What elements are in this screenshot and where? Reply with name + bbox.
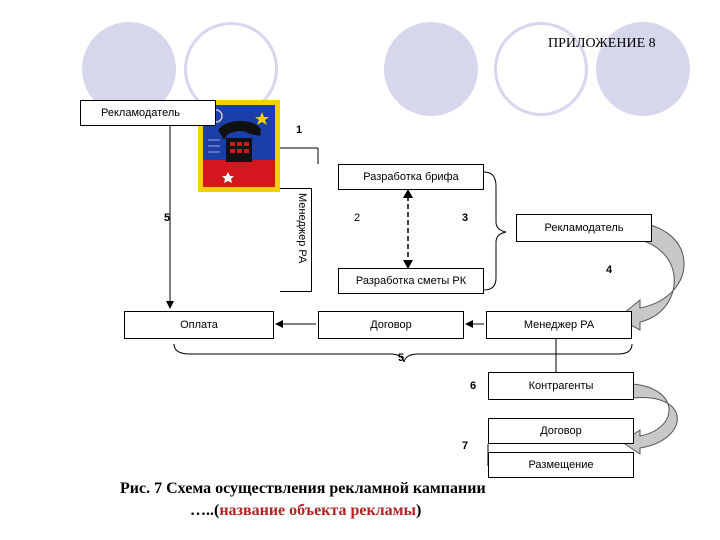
box-manager-ra: Менеджер РА [486, 311, 632, 339]
box-advertiser-right: Рекламодатель [516, 214, 652, 242]
manager-vertical-label: Менеджер РА [296, 193, 308, 264]
box-contract-mid: Договор [318, 311, 464, 339]
deco-circle-3 [384, 22, 478, 116]
step-number-2: 2 [354, 212, 361, 224]
deco-circle-5 [596, 22, 690, 116]
box-brief: Разработка брифа [338, 164, 484, 190]
box-advertiser-top: Рекламодатель [80, 100, 216, 126]
brace-bottom [173, 343, 633, 363]
step-number-5-left: 5 [164, 212, 171, 224]
figure-caption: Рис. 7 Схема осуществления рекламной кам… [120, 480, 486, 497]
step-number-3: 3 [462, 212, 469, 224]
step-number-7: 7 [462, 440, 469, 452]
step-number-4: 4 [606, 264, 613, 276]
caption-prefix: …..( [190, 502, 220, 519]
arrowhead-up [403, 189, 413, 198]
step-number-6: 6 [470, 380, 477, 392]
box-contractors: Контрагенты [488, 372, 634, 400]
caption-suffix: ) [416, 502, 422, 519]
step-number-1: 1 [296, 124, 303, 136]
caption-object-name: название объекта рекламы [219, 502, 417, 519]
step-number-5-bottom: 5 [398, 352, 405, 364]
brace-right [483, 171, 507, 291]
curved-arrow-4 [617, 221, 685, 331]
arrowhead-down [403, 260, 413, 269]
box-manager-vertical: Менеджер РА [280, 188, 312, 292]
appendix-label: ПРИЛОЖЕНИЕ 8 [548, 36, 656, 51]
curved-arrow-contractors [621, 383, 678, 455]
figure-caption-subtitle: …..(название объекта рекламы) [190, 502, 421, 520]
box-contract-bottom: Договор [488, 418, 634, 444]
box-budget: Разработка сметы РК [338, 268, 484, 294]
box-placement: Размещение [488, 452, 634, 478]
box-payment: Оплата [124, 311, 274, 339]
deco-circle-4 [494, 22, 588, 116]
